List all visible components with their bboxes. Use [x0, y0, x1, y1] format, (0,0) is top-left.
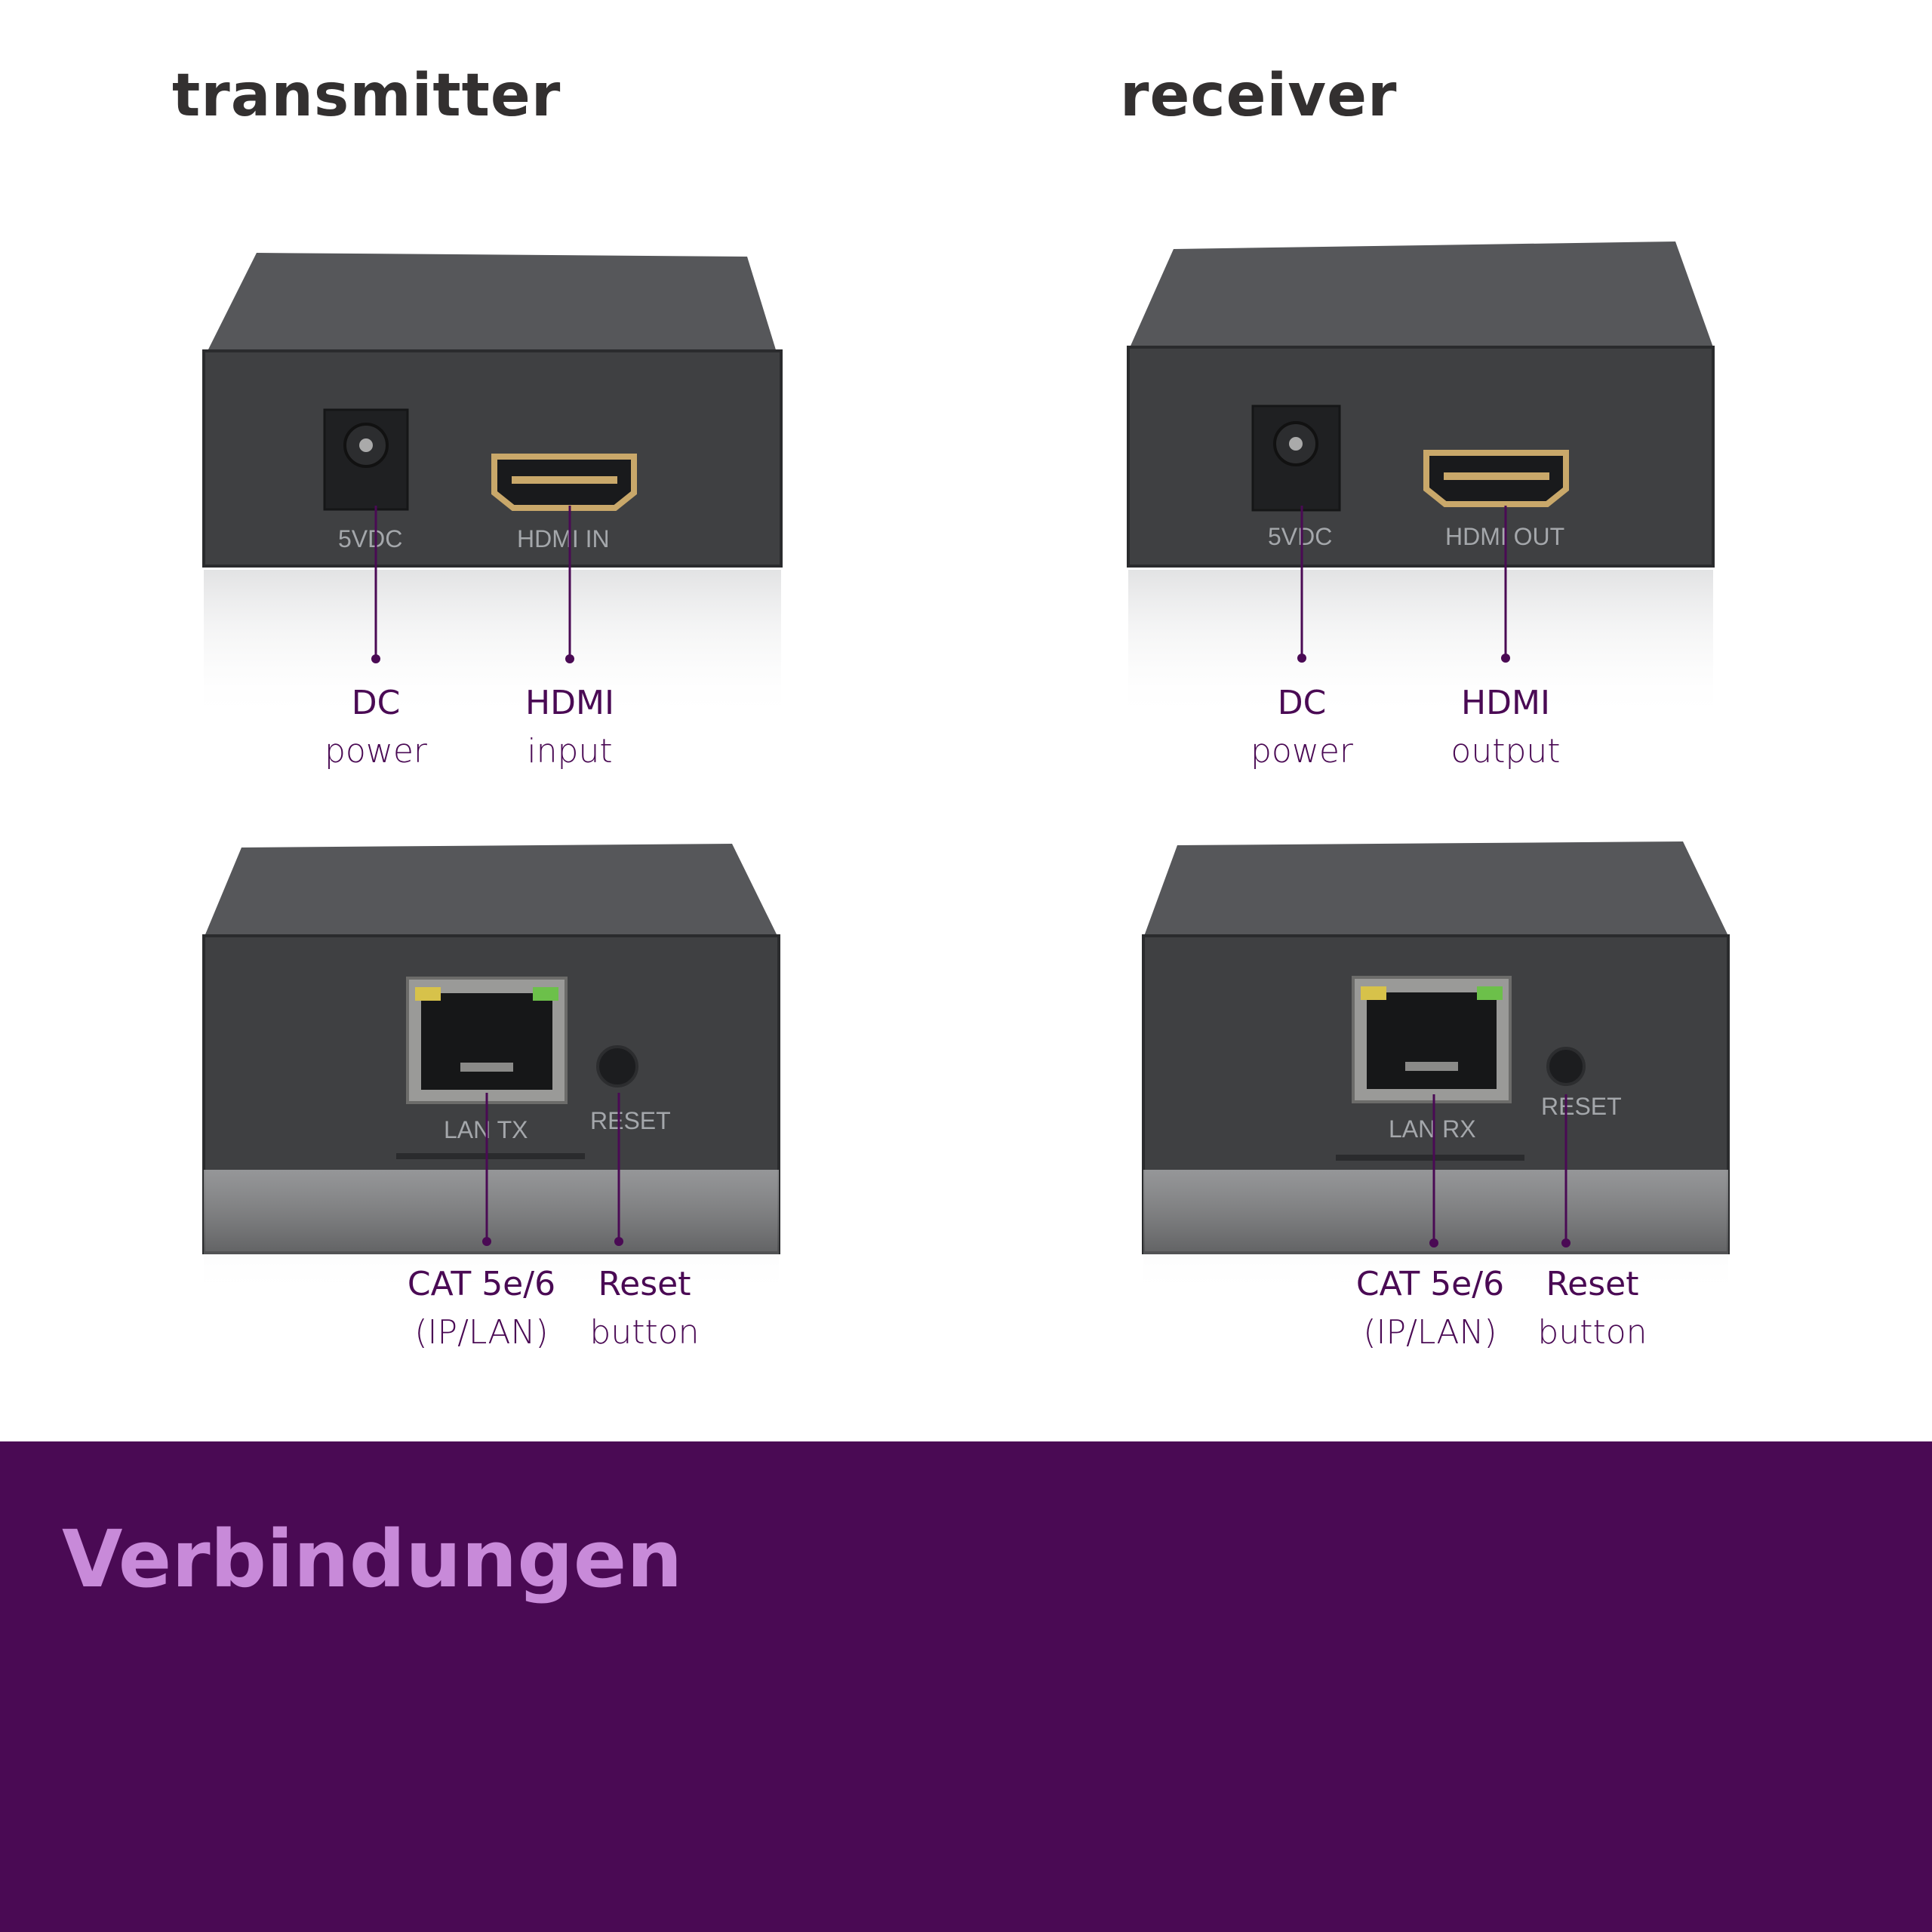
- transmitter-front-panel: 5VDC HDMI IN DC power HDMI input: [202, 253, 966, 796]
- hdmi-port: [491, 454, 637, 511]
- callout-line1: DC: [351, 684, 401, 722]
- callout-dc-power: DC power: [325, 679, 427, 776]
- callout-line2: output: [1451, 732, 1561, 771]
- dc-power-jack: [1251, 405, 1341, 512]
- callout-hdmi-input: HDMI input: [525, 679, 614, 776]
- footer-title: Verbindungen: [62, 1513, 683, 1605]
- callout-hdmi-output: HDMI output: [1451, 679, 1560, 776]
- port-label-reset: RESET: [1541, 1093, 1622, 1120]
- callout-cat-cable: CAT 5e/6 (IP/LAN): [408, 1260, 555, 1357]
- port-label-hdmi-in: HDMI IN: [517, 525, 610, 552]
- callout-cat-cable: CAT 5e/6 (IP/LAN): [1356, 1260, 1504, 1357]
- callout-line2: power: [325, 732, 427, 771]
- transmitter-front-device: 5VDC HDMI IN: [202, 253, 783, 721]
- callout-reset-button: Reset button: [1537, 1260, 1647, 1357]
- reset-button: [596, 1045, 638, 1088]
- ethernet-port: [1352, 976, 1512, 1103]
- receiver-back-panel: LAN RX RESET CAT 5e/6 (IP/LAN) Reset but…: [1142, 841, 1906, 1374]
- receiver-back-device: LAN RX RESET: [1142, 841, 1730, 1294]
- port-label-lan-rx: LAN RX: [1389, 1115, 1476, 1143]
- dc-power-jack: [323, 408, 409, 511]
- receiver-front-device: 5VDC HDMI OUT: [1127, 242, 1715, 721]
- callout-line2: (IP/LAN): [1363, 1313, 1497, 1352]
- callout-line2: button: [589, 1313, 700, 1352]
- callout-line2: (IP/LAN): [414, 1313, 549, 1352]
- port-label-5vdc: 5VDC: [338, 525, 402, 552]
- footer-band: [0, 1441, 1932, 1932]
- callout-line2: button: [1537, 1313, 1647, 1352]
- callout-line1: HDMI: [1461, 684, 1550, 722]
- callout-line2: power: [1251, 732, 1353, 771]
- transmitter-back-device: LAN TX RESET: [202, 844, 780, 1294]
- callout-line2: input: [527, 732, 613, 771]
- callout-reset-button: Reset button: [589, 1260, 699, 1357]
- callout-line1: HDMI: [525, 684, 614, 722]
- receiver-front-panel: 5VDC HDMI OUT DC power HDMI output: [1127, 242, 1890, 796]
- callout-line1: CAT 5e/6: [407, 1265, 556, 1303]
- port-label-5vdc: 5VDC: [1268, 523, 1332, 550]
- transmitter-heading: transmitter: [172, 62, 561, 130]
- callout-line1: Reset: [598, 1265, 691, 1303]
- receiver-heading: receiver: [1120, 62, 1398, 130]
- callout-line1: Reset: [1546, 1265, 1639, 1303]
- transmitter-back-panel: LAN TX RESET CAT 5e/6 (IP/LAN) Reset but…: [202, 844, 966, 1372]
- ethernet-port: [406, 977, 568, 1104]
- callout-line1: CAT 5e/6: [1355, 1265, 1505, 1303]
- port-label-reset: RESET: [590, 1107, 671, 1134]
- callout-dc-power: DC power: [1251, 679, 1353, 776]
- reset-button: [1546, 1047, 1586, 1086]
- callout-line1: DC: [1277, 684, 1327, 722]
- hdmi-port: [1423, 450, 1569, 507]
